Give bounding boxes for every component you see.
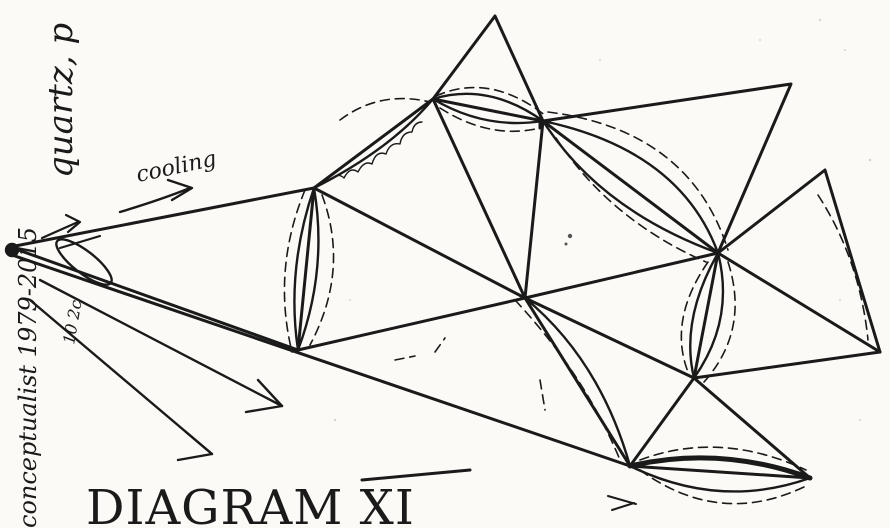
speck-label: 10 2c bbox=[59, 298, 85, 345]
title-overline bbox=[362, 470, 470, 480]
upper-ray-edge bbox=[10, 188, 314, 247]
triangle-network bbox=[10, 16, 880, 478]
bottom-arrow bbox=[608, 496, 636, 510]
top-spike bbox=[433, 16, 543, 121]
diagram-title: DIAGRAM XI bbox=[86, 480, 415, 528]
paper-speckles bbox=[334, 19, 872, 421]
quartz-label: quartz, p bbox=[41, 23, 81, 178]
lower-ray-edge bbox=[10, 247, 298, 350]
cooling-arrow bbox=[120, 180, 192, 212]
dashed-outlines bbox=[284, 88, 868, 504]
margin-label: conceptualist 1979-2015 bbox=[14, 227, 42, 528]
long-lower-edge bbox=[12, 255, 630, 466]
